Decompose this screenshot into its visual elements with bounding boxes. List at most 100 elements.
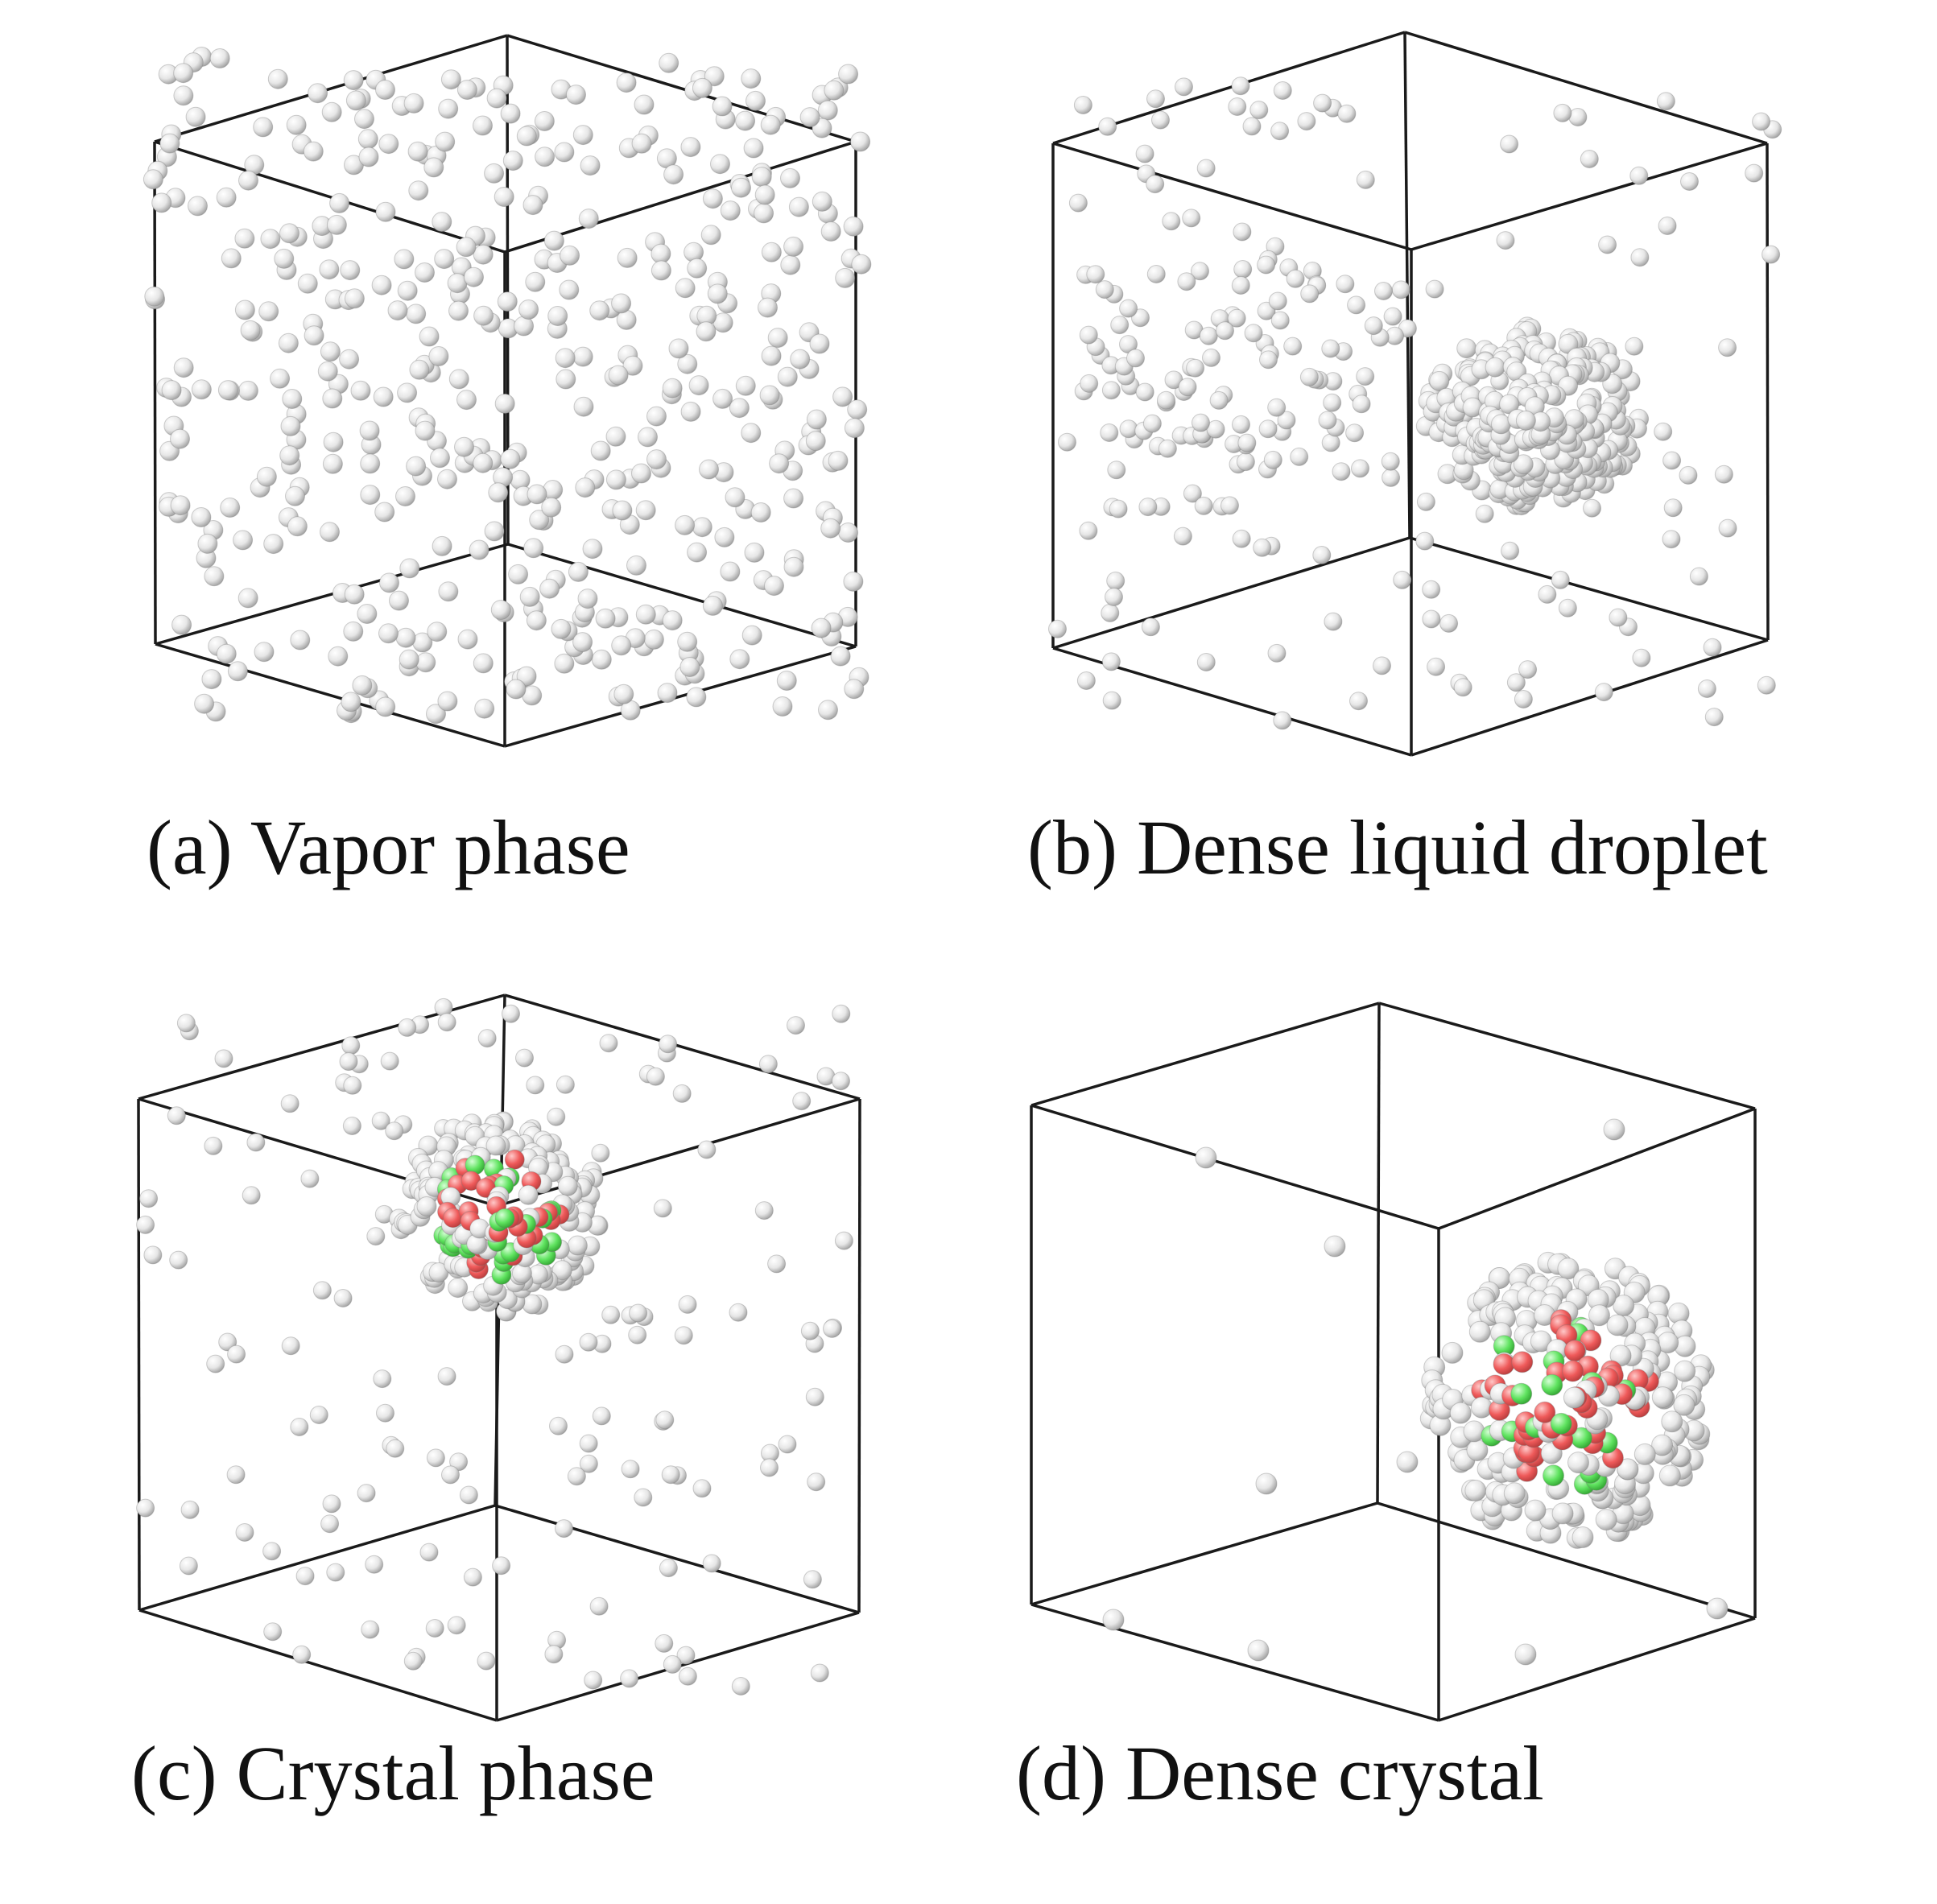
- particle: [686, 687, 707, 708]
- particle: [1196, 159, 1216, 178]
- particle: [575, 477, 596, 498]
- particle: [1427, 657, 1446, 676]
- particle: [745, 90, 766, 111]
- particle: [319, 259, 340, 280]
- particle: [646, 449, 667, 470]
- particle: [341, 692, 361, 712]
- box-edge-b: [1052, 142, 1412, 251]
- particle: [375, 696, 396, 717]
- particle: [1105, 588, 1123, 606]
- particle: [474, 698, 495, 719]
- particle: [1439, 613, 1459, 633]
- box-edge-c: [857, 1098, 861, 1613]
- particle: [628, 1325, 647, 1344]
- particle: [729, 398, 750, 419]
- particle: [274, 248, 295, 269]
- particle: [358, 147, 379, 167]
- particle: [1107, 461, 1126, 480]
- particle: [555, 348, 576, 369]
- particle: [1270, 122, 1290, 141]
- particle: [543, 230, 564, 251]
- particle: [1283, 337, 1303, 356]
- particle: [1255, 1472, 1278, 1495]
- particle: [329, 192, 350, 213]
- particle: [322, 453, 343, 474]
- particle: [828, 450, 849, 471]
- particle: [758, 297, 778, 318]
- particle: [805, 1387, 824, 1406]
- particle: [1364, 316, 1383, 336]
- particle: [188, 196, 208, 217]
- particle: [492, 1556, 511, 1576]
- particle: [1633, 1443, 1656, 1465]
- particle: [1524, 1499, 1547, 1522]
- particle: [485, 1135, 506, 1156]
- particle: [516, 666, 537, 687]
- particle: [783, 236, 804, 257]
- particle: [415, 420, 436, 441]
- particle: [357, 604, 378, 624]
- particle: [432, 535, 452, 556]
- particle: [343, 1076, 362, 1095]
- particle: [240, 320, 261, 341]
- particle: [448, 300, 469, 321]
- crystal-particle-red: [1493, 1353, 1515, 1375]
- particle: [1231, 76, 1250, 96]
- box-edge-d: [1030, 1002, 1380, 1107]
- particle: [1286, 269, 1305, 288]
- particle: [258, 301, 279, 322]
- particle: [1503, 1482, 1526, 1505]
- particle: [473, 115, 493, 136]
- particle: [1563, 1386, 1585, 1409]
- particle: [1191, 262, 1209, 281]
- particle: [1183, 484, 1202, 503]
- particle: [1101, 603, 1120, 622]
- particle: [741, 68, 762, 89]
- particle: [612, 500, 633, 521]
- particle: [579, 1434, 598, 1453]
- particle: [572, 632, 593, 653]
- panel-b-liquid-droplet: [968, 0, 1937, 950]
- particle: [844, 418, 865, 439]
- crystal-particle-red: [1511, 1351, 1534, 1373]
- particle: [638, 427, 658, 448]
- particle: [678, 1295, 697, 1314]
- particle: [608, 365, 629, 386]
- particle: [541, 497, 562, 518]
- particle: [1267, 398, 1287, 417]
- particle: [1391, 280, 1410, 299]
- particle: [359, 420, 380, 441]
- particle: [1337, 104, 1357, 123]
- particle: [1290, 447, 1309, 466]
- particle: [729, 649, 750, 670]
- particle: [1318, 411, 1337, 430]
- particle: [1253, 538, 1272, 557]
- particle: [292, 1645, 312, 1664]
- particle: [238, 170, 258, 191]
- particle: [438, 98, 459, 119]
- particle: [406, 456, 427, 477]
- particle: [523, 538, 544, 559]
- particle: [290, 630, 311, 650]
- particle: [281, 1336, 300, 1356]
- particle: [1558, 598, 1577, 617]
- particle: [161, 380, 182, 401]
- particle: [242, 1186, 261, 1205]
- particle: [1429, 370, 1450, 391]
- caption-c: (c) Crystal phase: [131, 1730, 655, 1816]
- particle: [1106, 572, 1125, 590]
- particle: [1373, 656, 1391, 675]
- particle: [278, 332, 299, 353]
- particle: [1300, 284, 1320, 304]
- particle: [1109, 499, 1128, 518]
- particle: [440, 69, 461, 90]
- particle: [508, 564, 529, 584]
- particle: [1227, 308, 1246, 328]
- particle: [572, 346, 593, 367]
- particle: [167, 1106, 186, 1125]
- particle: [136, 1498, 155, 1518]
- particle: [850, 131, 871, 152]
- particle: [526, 610, 547, 631]
- particle: [209, 48, 230, 68]
- particle: [344, 288, 365, 309]
